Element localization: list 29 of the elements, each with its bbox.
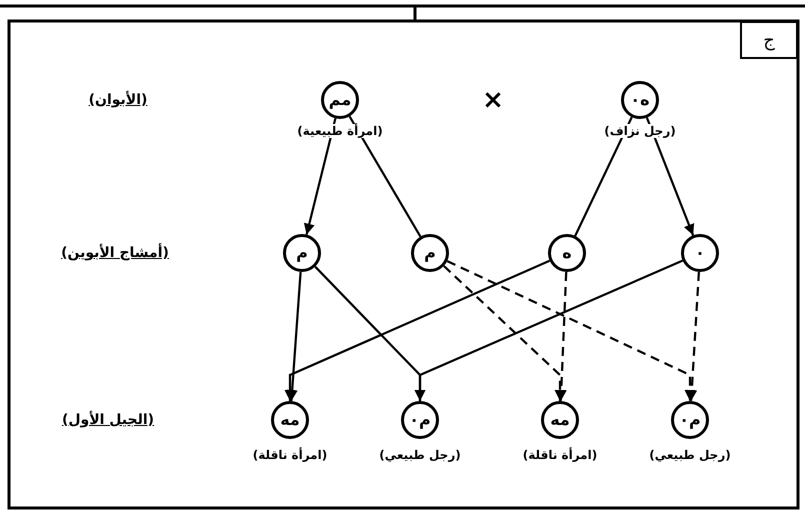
caption-text: (رجل نزاف) <box>602 124 678 138</box>
line <box>348 116 422 238</box>
genotype-circle: مه <box>541 401 579 439</box>
corner-letter: ج <box>740 21 798 59</box>
arrow <box>304 118 336 235</box>
caption-text: (امرأة طبيعية) <box>295 124 385 138</box>
genotype-circle: م٠ <box>401 401 439 439</box>
gamete-circle: ٠ <box>681 234 719 272</box>
caption-text: (امرأة ناقلة) <box>520 448 600 462</box>
genotype-circle: ه٠ <box>621 81 659 119</box>
genotype-circle: مه <box>271 401 309 439</box>
arrow <box>414 260 684 401</box>
line <box>574 116 633 236</box>
gamete-circle: ه <box>548 234 586 272</box>
row-label: (الأبوان) <box>88 92 148 108</box>
gamete-circle: م <box>283 234 321 272</box>
row-label: (أمشاج الأبوين) <box>61 245 169 261</box>
caption-text: (امرأة ناقلة) <box>250 448 330 462</box>
arrow <box>284 260 550 401</box>
arrow <box>286 272 302 402</box>
row-label: (الجيل الأول) <box>62 412 154 428</box>
caption-text: (رجل طبيعي) <box>647 448 733 462</box>
caption-text: (رجل طبيعي) <box>377 448 463 462</box>
genotype-circle: م٠ <box>671 401 709 439</box>
genotype-circle: مم <box>321 81 359 119</box>
cross-sign: × <box>482 87 504 113</box>
gamete-circle: م <box>411 234 449 272</box>
arrow <box>646 117 694 236</box>
arrow <box>686 272 700 402</box>
